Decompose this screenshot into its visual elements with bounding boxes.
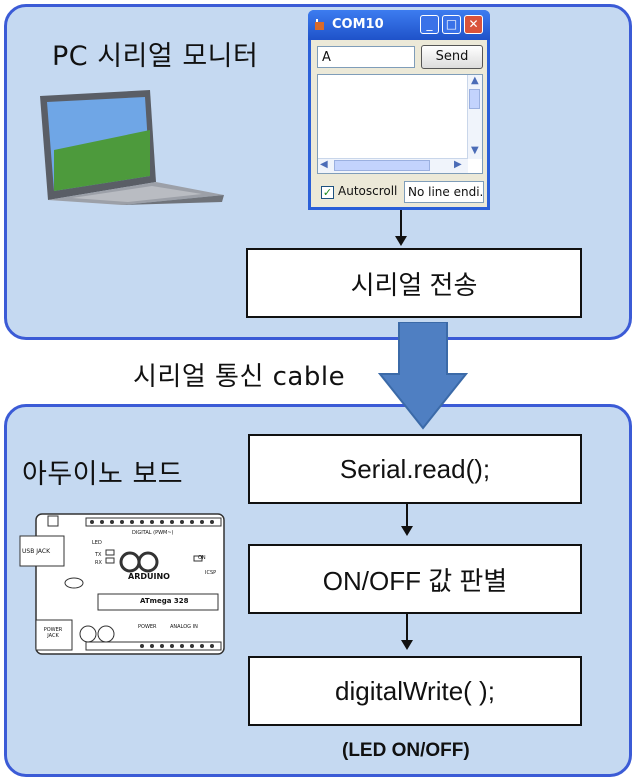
arduino-logo-text: ARDUINO xyxy=(128,572,170,581)
arrow-head xyxy=(401,640,413,650)
digital-header-label: DIGITAL (PWM~) xyxy=(132,530,174,536)
arrow-line xyxy=(400,210,402,238)
arrow-head xyxy=(395,236,407,246)
scroll-up-icon[interactable]: ▲ xyxy=(471,75,479,86)
vertical-scroll-thumb[interactable] xyxy=(469,89,480,109)
scroll-right-icon[interactable]: ▶ xyxy=(454,159,462,170)
on-indicator-label: ON xyxy=(198,555,206,561)
horizontal-scrollbar[interactable]: ◀ ▶ xyxy=(318,158,468,173)
arduino-board-icon xyxy=(19,513,225,655)
pc-panel-title: PC 시리얼 모니터 xyxy=(52,41,259,72)
line-ending-select[interactable]: No line endi... xyxy=(404,181,484,203)
scroll-down-icon[interactable]: ▼ xyxy=(471,145,479,156)
power-jack-label: POWER JACK xyxy=(43,627,63,639)
serial-monitor-window: COM10 _ □ ✕ A Send ▲ ▼ ◀ ▶ ✓ Autoscroll … xyxy=(308,10,490,210)
arduino-panel-title: 아두이노 보드 xyxy=(22,459,184,490)
serial-send-box: 시리얼 전송 xyxy=(246,248,582,318)
close-button[interactable]: ✕ xyxy=(464,15,483,34)
on-off-decision-box: ON/OFF 값 판별 xyxy=(248,544,582,614)
icsp-label: ICSP xyxy=(205,570,217,576)
analog-header-label: ANALOG IN xyxy=(170,624,198,630)
autoscroll-checkbox[interactable]: ✓ xyxy=(321,186,334,199)
arrow-head xyxy=(401,526,413,536)
down-arrow-icon xyxy=(378,322,468,430)
serial-monitor-title: COM10 xyxy=(332,17,384,32)
serial-output-area[interactable]: ▲ ▼ ◀ ▶ xyxy=(317,74,483,174)
usb-jack-label: USB JACK xyxy=(22,548,51,555)
cable-label: 시리얼 통신 cable xyxy=(133,362,346,392)
led-note: (LED ON/OFF) xyxy=(342,740,470,761)
serial-input-field[interactable]: A xyxy=(317,46,415,68)
serial-read-box: Serial.read(); xyxy=(248,434,582,504)
digital-write-box: digitalWrite( ); xyxy=(248,656,582,726)
horizontal-scroll-thumb[interactable] xyxy=(334,160,430,171)
led-indicator-label: LED xyxy=(92,540,102,546)
power-header-label: POWER xyxy=(138,624,157,630)
arrow-line xyxy=(406,614,408,642)
tx-indicator-label: TX xyxy=(95,552,102,558)
minimize-button[interactable]: _ xyxy=(420,15,439,34)
laptop-icon xyxy=(40,90,224,205)
java-cup-icon xyxy=(315,19,324,30)
rx-indicator-label: RX xyxy=(95,560,102,566)
vertical-scrollbar[interactable]: ▲ ▼ xyxy=(467,75,482,159)
send-button[interactable]: Send xyxy=(421,45,483,69)
serial-monitor-titlebar[interactable]: COM10 _ □ ✕ xyxy=(308,10,490,40)
serial-monitor-body: A Send ▲ ▼ ◀ ▶ ✓ Autoscroll No line endi… xyxy=(311,40,487,207)
maximize-button[interactable]: □ xyxy=(442,15,461,34)
autoscroll-label: Autoscroll xyxy=(338,184,398,198)
arrow-line xyxy=(406,504,408,528)
scroll-left-icon[interactable]: ◀ xyxy=(320,159,328,170)
chip-label: ATmega 328 xyxy=(140,597,189,605)
